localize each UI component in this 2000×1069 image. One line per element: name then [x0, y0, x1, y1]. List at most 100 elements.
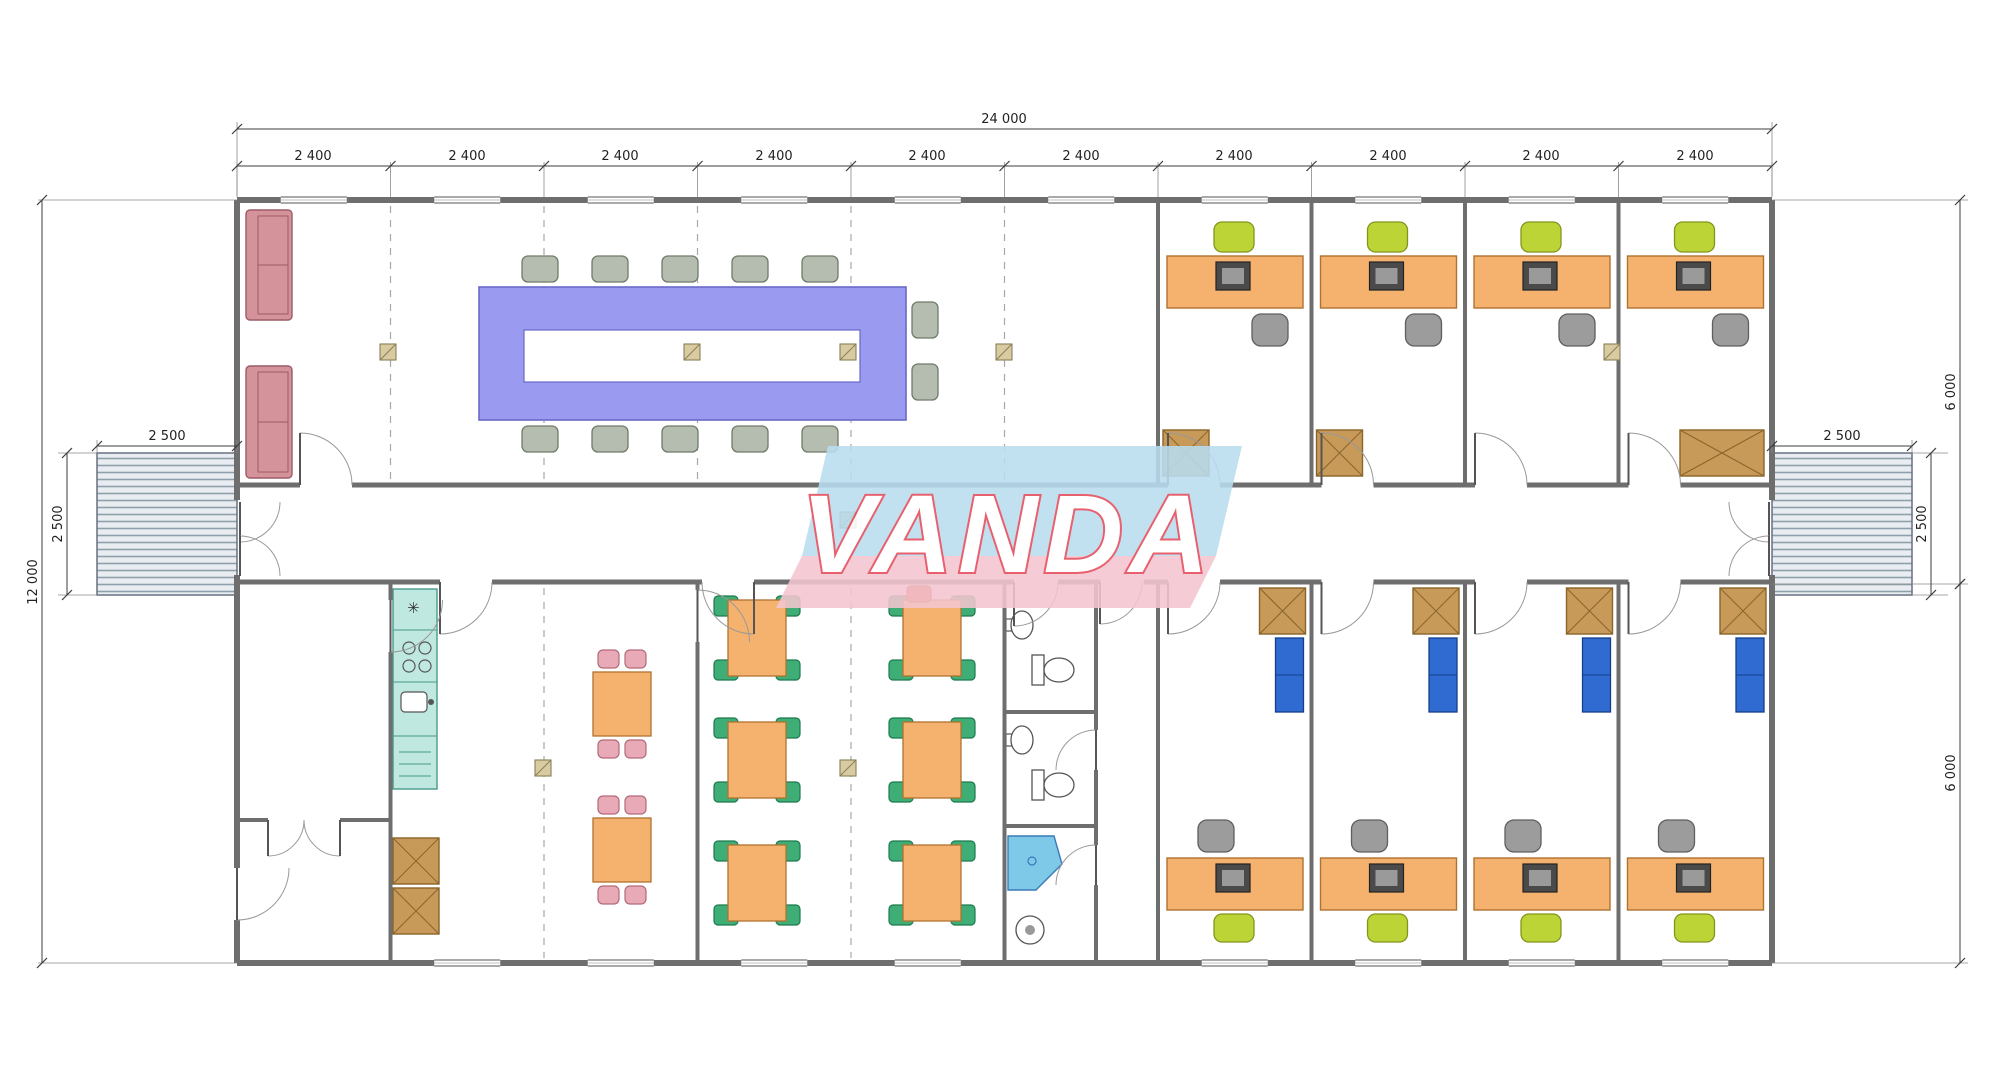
dimension-label: 24 000	[981, 112, 1027, 127]
dining-table-set	[888, 840, 976, 926]
door-swing-arc	[697, 589, 750, 643]
door-swing-arc	[303, 819, 341, 857]
watermark-vanda: VANDA	[776, 446, 1242, 608]
door	[239, 535, 281, 577]
window	[894, 195, 961, 205]
cafe-table-set	[592, 795, 652, 905]
cafe-table	[592, 671, 652, 737]
window	[1355, 958, 1422, 968]
kitchen-star: ✳	[407, 599, 420, 617]
column-marker	[839, 759, 857, 777]
dimension-line: 2 500	[91, 429, 243, 452]
door	[1728, 535, 1770, 577]
office-workstation	[1319, 221, 1458, 347]
office-workstation	[1166, 221, 1304, 347]
shower-drain	[1027, 856, 1037, 866]
storage-cabinet	[392, 837, 440, 885]
bathroom-sink	[1005, 725, 1034, 755]
door	[1055, 729, 1097, 771]
window	[434, 958, 501, 968]
dimension-tick	[1613, 160, 1624, 172]
dimension-label: 12 000	[26, 559, 41, 605]
conference-chair	[521, 425, 559, 453]
dining-table	[902, 721, 962, 799]
conference-chair	[591, 425, 629, 453]
office-chair-lime	[1520, 221, 1562, 253]
storage-cabinet	[1719, 587, 1767, 635]
dimension-line: 6 000	[1944, 578, 1966, 969]
office-chair-lime	[1213, 913, 1255, 943]
window	[1508, 958, 1575, 968]
window	[741, 195, 808, 205]
blue-shelf-unit	[1735, 637, 1765, 713]
dimension-label: 2 400	[1215, 149, 1252, 164]
column-marker	[379, 343, 397, 361]
door	[1627, 581, 1681, 635]
door	[696, 589, 750, 643]
conference-chair	[801, 425, 839, 453]
printer-tray	[1222, 268, 1244, 284]
door-swing-arc	[299, 432, 353, 486]
door	[1320, 432, 1374, 486]
column-marker	[995, 343, 1013, 361]
sofa	[245, 209, 293, 321]
cafe-table	[592, 817, 652, 883]
dimension-tick	[692, 160, 703, 172]
toilet-bowl	[1043, 657, 1075, 683]
door	[1320, 581, 1374, 635]
office-chair-gray	[1350, 819, 1389, 853]
dining-table	[902, 844, 962, 922]
dimension-tick	[1152, 160, 1164, 172]
dimension-tick	[1925, 447, 1937, 459]
dining-table	[727, 599, 787, 677]
dimension-tick	[231, 160, 243, 172]
blue-shelf-unit	[1428, 637, 1458, 713]
door	[701, 581, 755, 635]
storage-cabinet	[1565, 587, 1614, 635]
window	[587, 195, 654, 205]
window	[1355, 195, 1422, 205]
door-swing-arc	[439, 581, 493, 635]
dimension-tick	[231, 123, 243, 135]
office-chair-lime	[1673, 913, 1716, 943]
printer-tray	[1529, 870, 1551, 886]
dining-table-set	[713, 717, 801, 803]
office-chair-gray	[1404, 313, 1443, 347]
office-chair-gray	[1197, 819, 1235, 853]
dimension-label: 2 400	[755, 149, 792, 164]
cafe-chair	[624, 885, 647, 905]
furniture: ✳	[245, 209, 1767, 945]
window	[741, 958, 808, 968]
office-chair-gray	[1657, 819, 1696, 853]
office-workstation	[1319, 819, 1458, 943]
dimension-label: 2 500	[1915, 505, 1930, 542]
cafe-chair	[624, 795, 647, 815]
printer-tray	[1375, 870, 1398, 886]
stove-burner	[418, 659, 432, 673]
dining-table-set	[713, 595, 801, 681]
door	[236, 867, 290, 921]
stove-burner	[402, 659, 416, 673]
dimension-label: 2 500	[148, 429, 185, 444]
toilet	[1031, 769, 1075, 801]
dimension-tick	[36, 957, 48, 969]
office-chair-lime	[1213, 221, 1255, 253]
window	[1508, 195, 1575, 205]
storage-cabinet	[1412, 587, 1460, 635]
door-swing-arc	[390, 599, 443, 653]
blue-shelf-unit	[1581, 637, 1612, 713]
dimension-tick	[231, 440, 243, 452]
dimension-label: 2 400	[448, 149, 485, 164]
office-chair-gray	[1711, 313, 1750, 347]
stove-burner	[418, 641, 432, 655]
door	[1627, 432, 1681, 486]
kitchen-faucet	[428, 699, 434, 705]
door-swing-arc	[1321, 581, 1374, 635]
dining-table-set	[888, 595, 976, 681]
dimension-line: 2 500	[1915, 447, 1937, 601]
dimension-label: 2 400	[1369, 149, 1406, 164]
window	[894, 958, 961, 968]
